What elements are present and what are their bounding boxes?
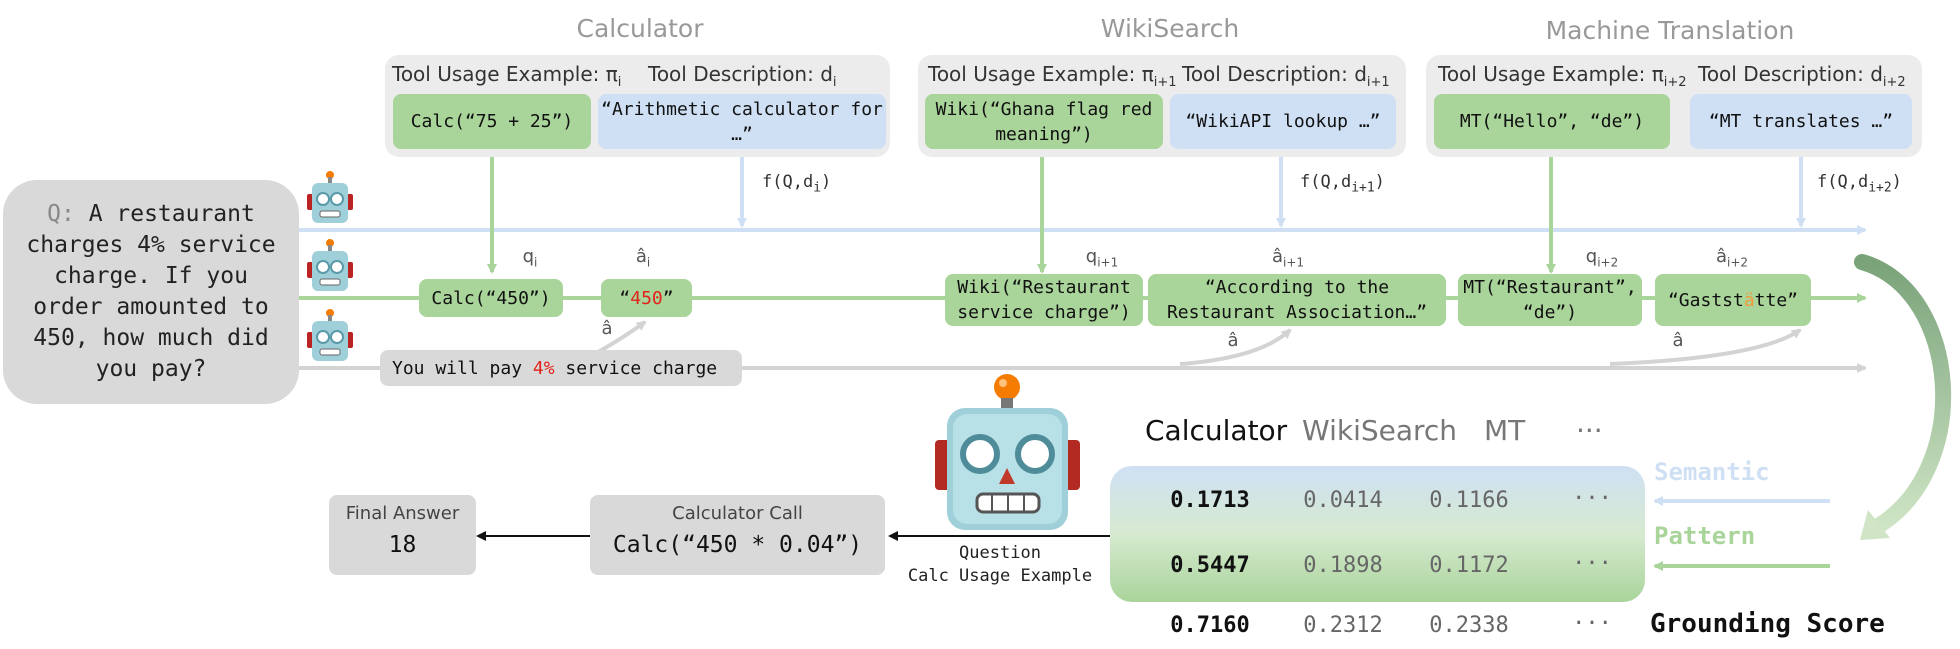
robot-icon [307, 309, 353, 361]
score-cell: ··· [1572, 551, 1612, 576]
tool-title-calculator: Calculator [576, 14, 704, 43]
calc-call-box: Calc(“450”) [419, 279, 563, 317]
wiki-desc-label: Tool Description: di+1 [1182, 62, 1390, 90]
curved-feedback-arrow [1854, 254, 1952, 536]
calc-usage-example: Calc(“75 + 25”) [393, 94, 591, 149]
calc-description: “Arithmetic calculator for …” [598, 94, 886, 149]
score-cell: ··· [1572, 486, 1612, 511]
score-cell: 0.2312 [1303, 613, 1383, 638]
f-label-mt: f(Q,di+2) [1817, 172, 1902, 196]
score-cell: 0.1166 [1429, 488, 1509, 513]
calc-desc-label: Tool Description: di [648, 62, 837, 90]
score-cell: 0.0414 [1303, 488, 1383, 513]
score-cell: 0.5447 [1170, 553, 1250, 578]
f-label-wiki: f(Q,di+1) [1300, 172, 1385, 196]
semantic-row-label: Semantic [1654, 458, 1770, 486]
mt-desc-label: Tool Description: di+2 [1698, 62, 1906, 90]
a-label-calc: âi [635, 246, 651, 270]
score-cell: 0.1172 [1429, 553, 1509, 578]
final-answer-box: Final Answer 18 [329, 495, 476, 575]
tool-title-mt: Machine Translation [1545, 16, 1795, 45]
wiki-usage-example: Wiki(“Ghana flag red meaning”) [925, 94, 1163, 149]
score-col-calculator: Calculator [1145, 414, 1288, 447]
score-table-bg [1110, 466, 1645, 602]
score-col-more: ··· [1576, 414, 1603, 447]
tool-title-wikisearch: WikiSearch [1100, 14, 1240, 43]
grounding-score-label: Grounding Score [1650, 609, 1885, 639]
wiki-call-box: Wiki(“Restaurant service charge”) [945, 274, 1143, 326]
score-cell: 0.7160 [1170, 613, 1250, 638]
robot-icon [307, 239, 353, 291]
score-cell: 0.1898 [1303, 553, 1383, 578]
a-hat-label: â [1672, 330, 1684, 351]
a-label-wiki: âi+1 [1271, 246, 1305, 270]
mt-description: “MT translates …” [1690, 94, 1912, 149]
calc-answer-box: “450” [601, 279, 692, 317]
q-label-wiki: qi+1 [1085, 246, 1119, 270]
robot-icon [935, 374, 1080, 530]
score-col-mt: MT [1484, 414, 1526, 447]
a-label-mt: âi+2 [1715, 246, 1749, 270]
score-cell: 0.2338 [1429, 613, 1509, 638]
call-arrow-label: Question Calc Usage Example [907, 543, 1093, 586]
q-label-mt: qi+2 [1585, 246, 1619, 270]
q-label-calc: qi [522, 246, 538, 270]
a-hat-label: â [601, 318, 613, 339]
mt-example-label: Tool Usage Example: πi+2 [1438, 62, 1687, 90]
mt-call-box: MT(“Restaurant”, “de”) [1458, 274, 1642, 326]
question-box: Q: A restaurant charges 4% service charg… [3, 180, 299, 404]
plain-answer-box: You will pay 4% service charge [380, 350, 742, 386]
score-cell: ··· [1572, 611, 1612, 636]
mt-answer-box: “Gaststätte” [1655, 274, 1811, 326]
calculator-call-box: Calculator Call Calc(“450 * 0.04”) [590, 495, 885, 575]
wiki-answer-box: “According to the Restaurant Association… [1148, 274, 1446, 326]
a-hat-label: â [1227, 330, 1239, 351]
f-label-calc: f(Q,di) [762, 172, 832, 196]
calc-example-label: Tool Usage Example: πi [392, 62, 622, 90]
pattern-row-label: Pattern [1654, 522, 1756, 550]
mt-usage-example: MT(“Hello”, “de”) [1434, 94, 1670, 149]
wiki-example-label: Tool Usage Example: πi+1 [928, 62, 1177, 90]
score-cell: 0.1713 [1170, 488, 1250, 513]
wiki-description: “WikiAPI lookup …” [1170, 94, 1396, 149]
robot-icon [307, 171, 353, 223]
score-col-wikisearch: WikiSearch [1302, 414, 1458, 447]
